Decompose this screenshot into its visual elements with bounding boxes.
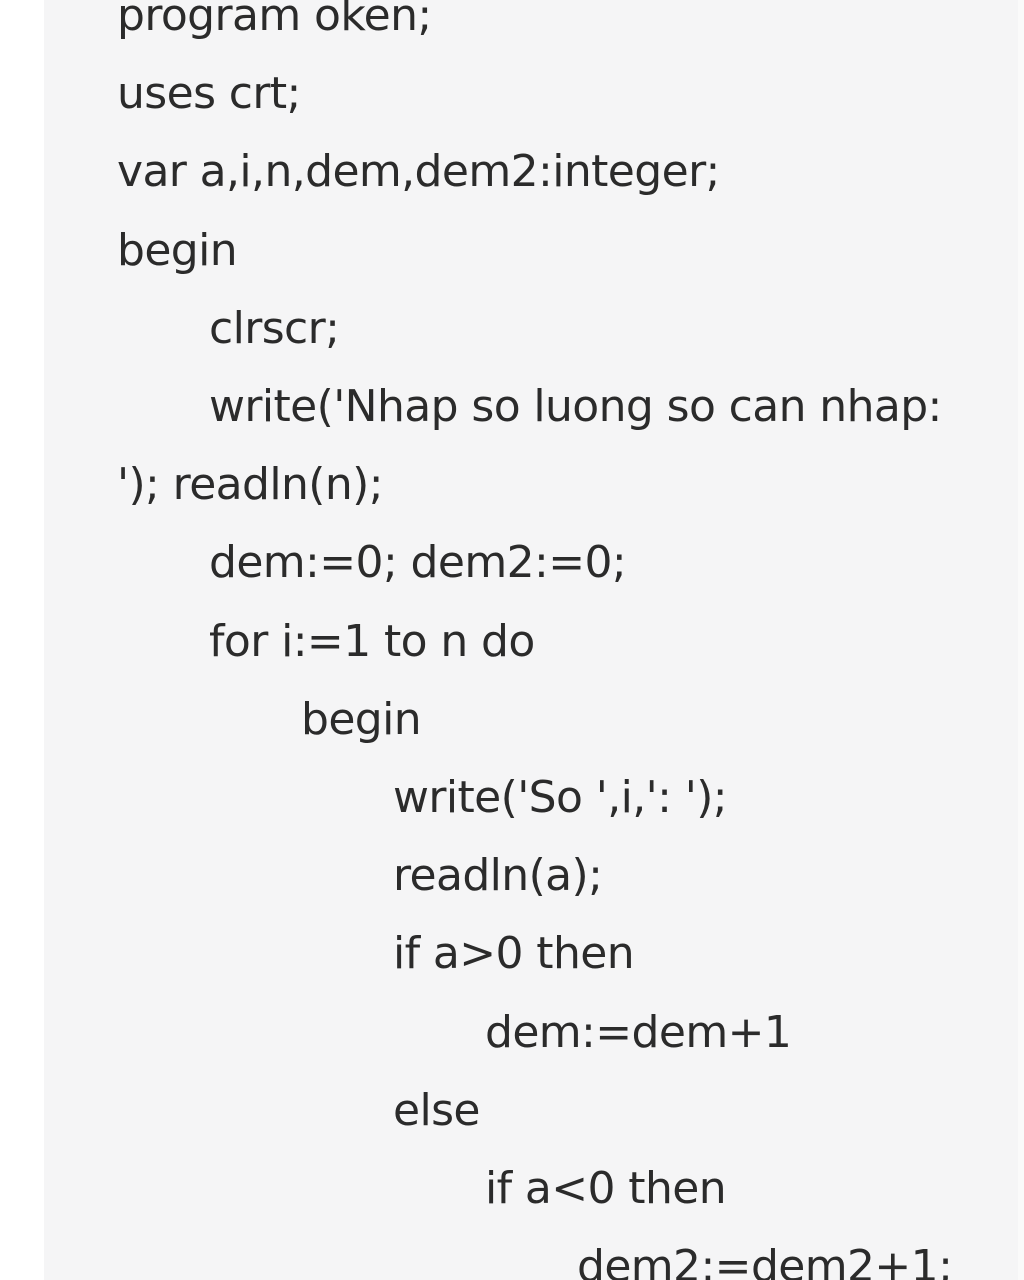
code-line: else (393, 1085, 480, 1136)
code-line: clrscr; (209, 303, 340, 354)
code-line: if a>0 then (393, 928, 635, 979)
code-line: dem:=0; dem2:=0; (209, 537, 627, 588)
code-line: '); readln(n); (117, 459, 384, 510)
code-line: write('Nhap so luong so can nhap: (209, 381, 942, 432)
code-line: dem:=dem+1 (485, 1007, 792, 1058)
code-line: if a<0 then (485, 1163, 727, 1214)
page-edge (1018, 0, 1024, 1280)
code-line: program oken; (117, 0, 432, 41)
code-block: program oken; uses crt; var a,i,n,dem,de… (44, 0, 1018, 1280)
code-line: begin (117, 225, 238, 276)
code-line: for i:=1 to n do (209, 616, 535, 667)
code-line: var a,i,n,dem,dem2:integer; (117, 146, 720, 197)
code-line: write('So ',i,': '); (393, 772, 728, 823)
code-line: dem2:=dem2+1; (577, 1241, 953, 1280)
code-line: readln(a); (393, 850, 603, 901)
code-line: begin (301, 694, 422, 745)
code-line: uses crt; (117, 68, 301, 119)
